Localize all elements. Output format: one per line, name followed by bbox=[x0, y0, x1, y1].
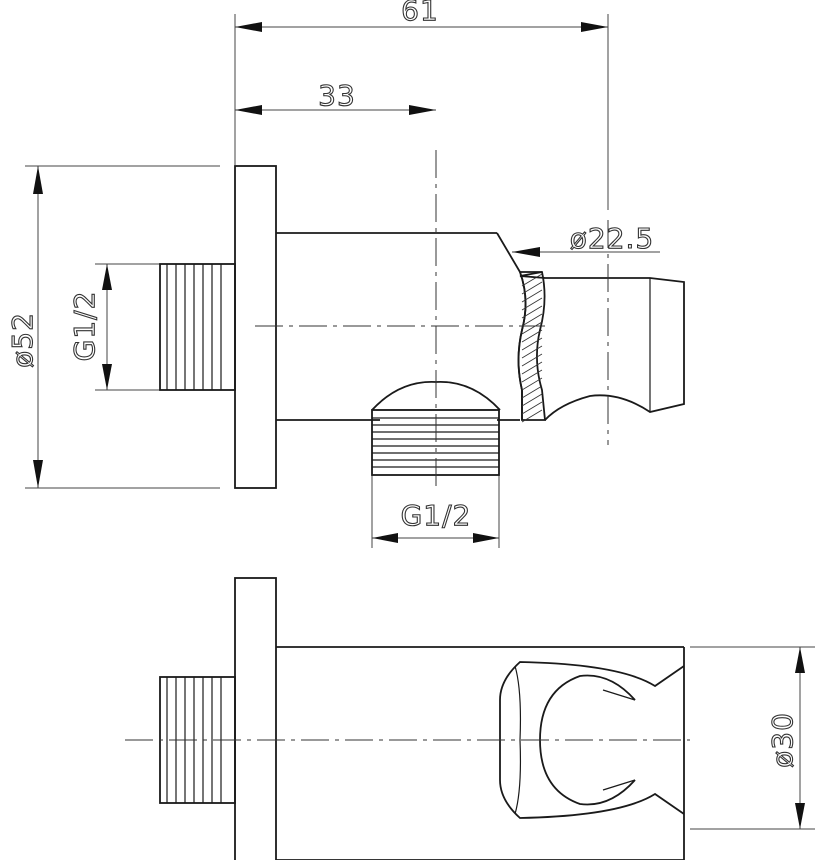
dimension-33-label: 33 bbox=[318, 79, 356, 112]
hatch-line bbox=[521, 337, 543, 351]
dimension-61-label: 61 bbox=[401, 0, 439, 27]
hatch-line bbox=[521, 393, 543, 407]
hatch-line bbox=[521, 377, 543, 391]
hatch-line bbox=[521, 321, 543, 335]
hatch-line bbox=[521, 385, 543, 399]
dimension-diameter-52-label: ø52 bbox=[6, 312, 39, 368]
inlet-thread bbox=[159, 263, 236, 391]
hatch-line bbox=[521, 353, 543, 367]
top-view: ø30 bbox=[125, 577, 815, 860]
dimension-outlet-thread-label: G1/2 bbox=[401, 499, 472, 532]
dimension-diameter-52: ø52 bbox=[5, 165, 220, 489]
wall-flange bbox=[234, 165, 277, 489]
hatch-line bbox=[521, 361, 543, 375]
dimension-33: 33 bbox=[234, 78, 436, 165]
hatch-line bbox=[521, 297, 543, 311]
hatch-line bbox=[521, 289, 543, 303]
dimension-inlet-thread-label: G1/2 bbox=[68, 291, 101, 362]
hatch-line bbox=[521, 409, 543, 423]
hatch-line bbox=[521, 273, 543, 287]
dimension-diameter-22-5: ø22.5 bbox=[512, 221, 660, 257]
hatch-line bbox=[521, 369, 543, 383]
hatch-line bbox=[521, 401, 543, 415]
dimension-diameter-30-label: ø30 bbox=[766, 712, 799, 768]
dimension-diameter-22-5-label: ø22.5 bbox=[570, 222, 654, 255]
dimension-inlet-thread: G1/2 bbox=[67, 263, 160, 391]
dimension-diameter-30: ø30 bbox=[690, 646, 815, 830]
hand-shower-holder bbox=[519, 271, 685, 421]
hatch-line bbox=[521, 281, 543, 295]
side-view: 61 33 ø52 G1/2 bbox=[5, 0, 685, 548]
hatch-line bbox=[521, 345, 543, 359]
section-hatch bbox=[517, 271, 546, 423]
hatch-line bbox=[521, 305, 543, 319]
hatch-line bbox=[521, 313, 543, 327]
top-flange bbox=[234, 577, 277, 860]
hatch-line bbox=[521, 329, 543, 343]
dimension-61: 61 bbox=[234, 0, 609, 210]
dimension-outlet-thread: G1/2 bbox=[371, 475, 500, 548]
